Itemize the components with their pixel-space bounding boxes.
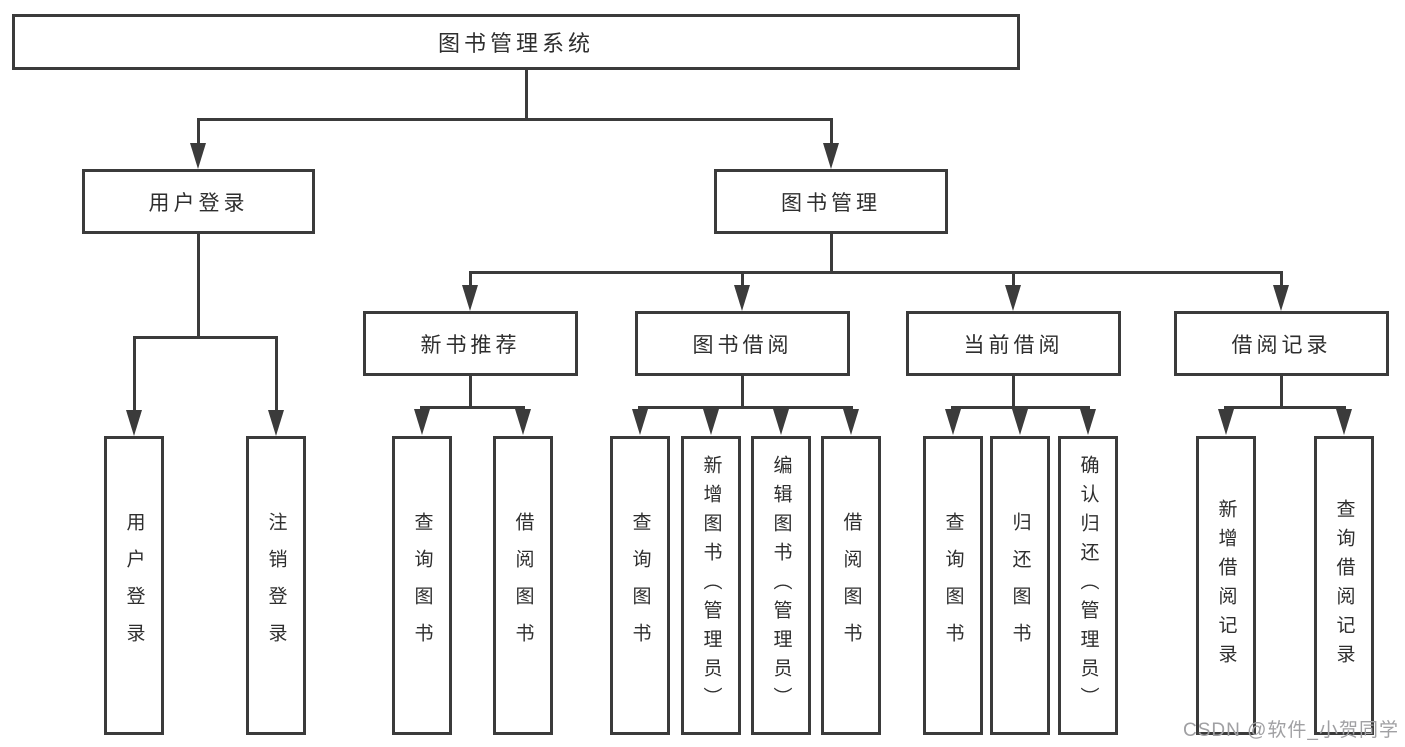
connector-current-hbar — [951, 406, 1090, 409]
leaf-borrowing-borrow-books-label: 借阅图书 — [840, 511, 862, 660]
arrow-down-icon — [1080, 409, 1096, 435]
connector-borrowing-stem — [741, 376, 744, 409]
connector-userlogin-stem — [197, 234, 200, 339]
connector-borrowing-hbar — [638, 406, 853, 409]
leaf-user-login: 用户登录 — [104, 436, 164, 735]
node-borrowing-records: 借阅记录 — [1174, 311, 1389, 376]
node-root: 图书管理系统 — [12, 14, 1020, 70]
connector-records-hbar — [1224, 406, 1346, 409]
leaf-current-query-books-label: 查询图书 — [942, 511, 964, 660]
leaf-current-return-books-label: 归还图书 — [1009, 511, 1031, 660]
leaf-borrowing-edit-books-admin-label: 编辑图书（管理员） — [770, 455, 792, 716]
connector-bookmgmt-stem — [830, 234, 833, 274]
arrow-down-icon — [632, 409, 648, 435]
node-book-borrowing: 图书借阅 — [635, 311, 850, 376]
arrow-down-icon — [703, 409, 719, 435]
arrow-down-icon — [1273, 285, 1289, 311]
leaf-current-confirm-return-admin: 确认归还（管理员） — [1058, 436, 1118, 735]
arrow-down-icon — [734, 285, 750, 311]
connector-userlogin-drop-left — [133, 336, 136, 412]
connector-root-drop-right — [830, 118, 833, 148]
arrow-down-icon — [773, 409, 789, 435]
leaf-records-add-record-label: 新增借阅记录 — [1215, 498, 1237, 673]
connector-bookmgmt-hbar — [469, 271, 1283, 274]
connector-recommend-hbar — [420, 406, 525, 409]
node-book-borrowing-label: 图书借阅 — [692, 333, 793, 357]
csdn-watermark: CSDN @软件_小贺同学 — [1183, 720, 1399, 741]
connector-root-drop-left — [197, 118, 200, 148]
leaf-records-query-record: 查询借阅记录 — [1314, 436, 1374, 735]
connector-bookmgmt-drop-1 — [469, 271, 472, 289]
leaf-borrowing-add-books-admin-label: 新增图书（管理员） — [700, 455, 722, 716]
node-new-book-recommendation: 新书推荐 — [363, 311, 578, 376]
connector-records-stem — [1280, 376, 1283, 409]
arrow-down-icon — [462, 285, 478, 311]
node-book-management-label: 图书管理 — [781, 191, 881, 215]
node-user-login-label: 用户登录 — [148, 191, 249, 215]
node-new-book-recommendation-label: 新书推荐 — [420, 333, 521, 357]
arrow-down-icon — [1005, 285, 1021, 311]
node-current-borrowing-label: 当前借阅 — [963, 333, 1064, 357]
arrow-down-icon — [190, 143, 206, 169]
connector-userlogin-drop-right — [275, 336, 278, 412]
leaf-current-return-books: 归还图书 — [990, 436, 1050, 735]
arrow-down-icon — [945, 409, 961, 435]
connector-root-hbar — [197, 118, 833, 121]
leaf-borrowing-borrow-books: 借阅图书 — [821, 436, 881, 735]
leaf-borrowing-query-books-label: 查询图书 — [629, 511, 651, 660]
node-book-management: 图书管理 — [714, 169, 948, 234]
arrow-down-icon — [515, 409, 531, 435]
leaf-user-login-label: 用户登录 — [123, 511, 145, 660]
leaf-borrowing-add-books-admin: 新增图书（管理员） — [681, 436, 741, 735]
connector-bookmgmt-drop-3 — [1012, 271, 1015, 289]
leaf-borrowing-query-books: 查询图书 — [610, 436, 670, 735]
leaf-recommend-borrow-books: 借阅图书 — [493, 436, 553, 735]
leaf-recommend-borrow-books-label: 借阅图书 — [512, 511, 534, 660]
leaf-logout-label: 注销登录 — [265, 511, 287, 660]
arrow-down-icon — [414, 409, 430, 435]
arrow-down-icon — [1336, 409, 1352, 435]
node-current-borrowing: 当前借阅 — [906, 311, 1121, 376]
leaf-current-confirm-return-admin-label: 确认归还（管理员） — [1077, 455, 1099, 716]
leaf-current-query-books: 查询图书 — [923, 436, 983, 735]
arrow-down-icon — [1012, 409, 1028, 435]
arrow-down-icon — [126, 410, 142, 436]
connector-current-stem — [1012, 376, 1015, 409]
leaf-records-query-record-label: 查询借阅记录 — [1333, 498, 1355, 673]
arrow-down-icon — [843, 409, 859, 435]
connector-recommend-stem — [469, 376, 472, 409]
connector-root-stem — [525, 70, 528, 118]
leaf-borrowing-edit-books-admin: 编辑图书（管理员） — [751, 436, 811, 735]
node-user-login: 用户登录 — [82, 169, 315, 234]
arrow-down-icon — [823, 143, 839, 169]
leaf-records-add-record: 新增借阅记录 — [1196, 436, 1256, 735]
arrow-down-icon — [1218, 409, 1234, 435]
node-root-label: 图书管理系统 — [437, 31, 594, 56]
connector-bookmgmt-drop-2 — [741, 271, 744, 289]
leaf-recommend-query-books-label: 查询图书 — [411, 511, 433, 660]
node-borrowing-records-label: 借阅记录 — [1231, 333, 1332, 357]
connector-bookmgmt-drop-4 — [1280, 271, 1283, 289]
connector-userlogin-hbar — [133, 336, 278, 339]
leaf-logout: 注销登录 — [246, 436, 306, 735]
arrow-down-icon — [268, 410, 284, 436]
leaf-recommend-query-books: 查询图书 — [392, 436, 452, 735]
